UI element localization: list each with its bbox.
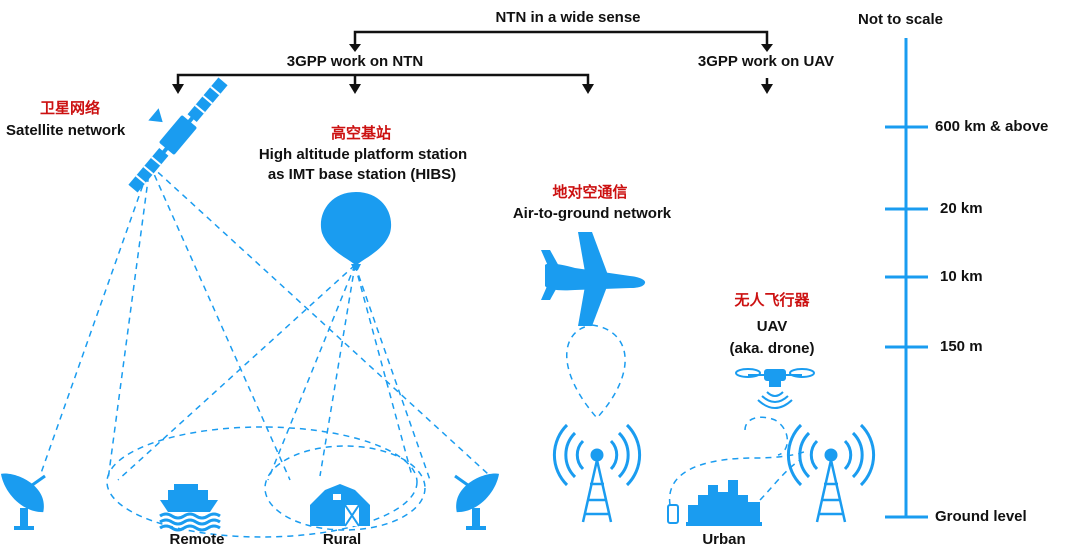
a2g-label-en: Air-to-ground network: [512, 205, 672, 222]
dish-antenna-icon-left: [0, 473, 46, 530]
balloon-icon: [320, 192, 392, 270]
drone-icon: [735, 368, 815, 409]
uav-label-en-2: (aka. drone): [729, 340, 815, 357]
cell-tower-icon-a2g: [552, 423, 642, 523]
scale-label-10km: 10 km: [940, 268, 983, 285]
scale-label-20km: 20 km: [940, 200, 983, 217]
hibs-label-cn: 高空基站: [330, 124, 392, 142]
phone-icon: [667, 504, 679, 524]
hibs-label-en-2: as IMT base station (HIBS): [267, 166, 457, 183]
hierarchy-arrows: [172, 30, 773, 94]
uav-label-en-1: UAV: [756, 318, 788, 335]
satellite-label-en: Satellite network: [6, 122, 126, 139]
urban-label: Urban: [702, 531, 746, 548]
rural-label: Rural: [322, 531, 362, 548]
satellite-label-cn: 卫星网络: [40, 99, 101, 117]
satellite-icon: [128, 77, 228, 193]
scale-label-ground: Ground level: [935, 508, 1027, 525]
hibs-label-en-1: High altitude platform station: [258, 146, 468, 163]
header-ntn-wide: NTN in a wide sense: [495, 9, 641, 26]
altitude-scale: [885, 38, 928, 519]
coverage-beams: [39, 164, 809, 538]
scale-label-150m: 150 m: [940, 338, 983, 355]
a2g-label-cn: 地对空通信: [552, 183, 628, 201]
ship-icon: [159, 484, 221, 532]
uav-label-cn: 无人飞行器: [734, 291, 810, 309]
header-3gpp-ntn: 3GPP work on NTN: [286, 53, 424, 70]
barn-icon: [310, 484, 370, 527]
scale-label-600km: 600 km & above: [935, 118, 1049, 135]
dish-antenna-icon-right: [454, 473, 500, 530]
city-skyline-icon: [686, 480, 762, 526]
not-to-scale-label: Not to scale: [858, 11, 944, 28]
header-3gpp-uav: 3GPP work on UAV: [697, 53, 835, 70]
remote-label: Remote: [169, 531, 225, 548]
cell-tower-icon-uav: [786, 423, 876, 523]
airplane-icon: [541, 232, 646, 326]
